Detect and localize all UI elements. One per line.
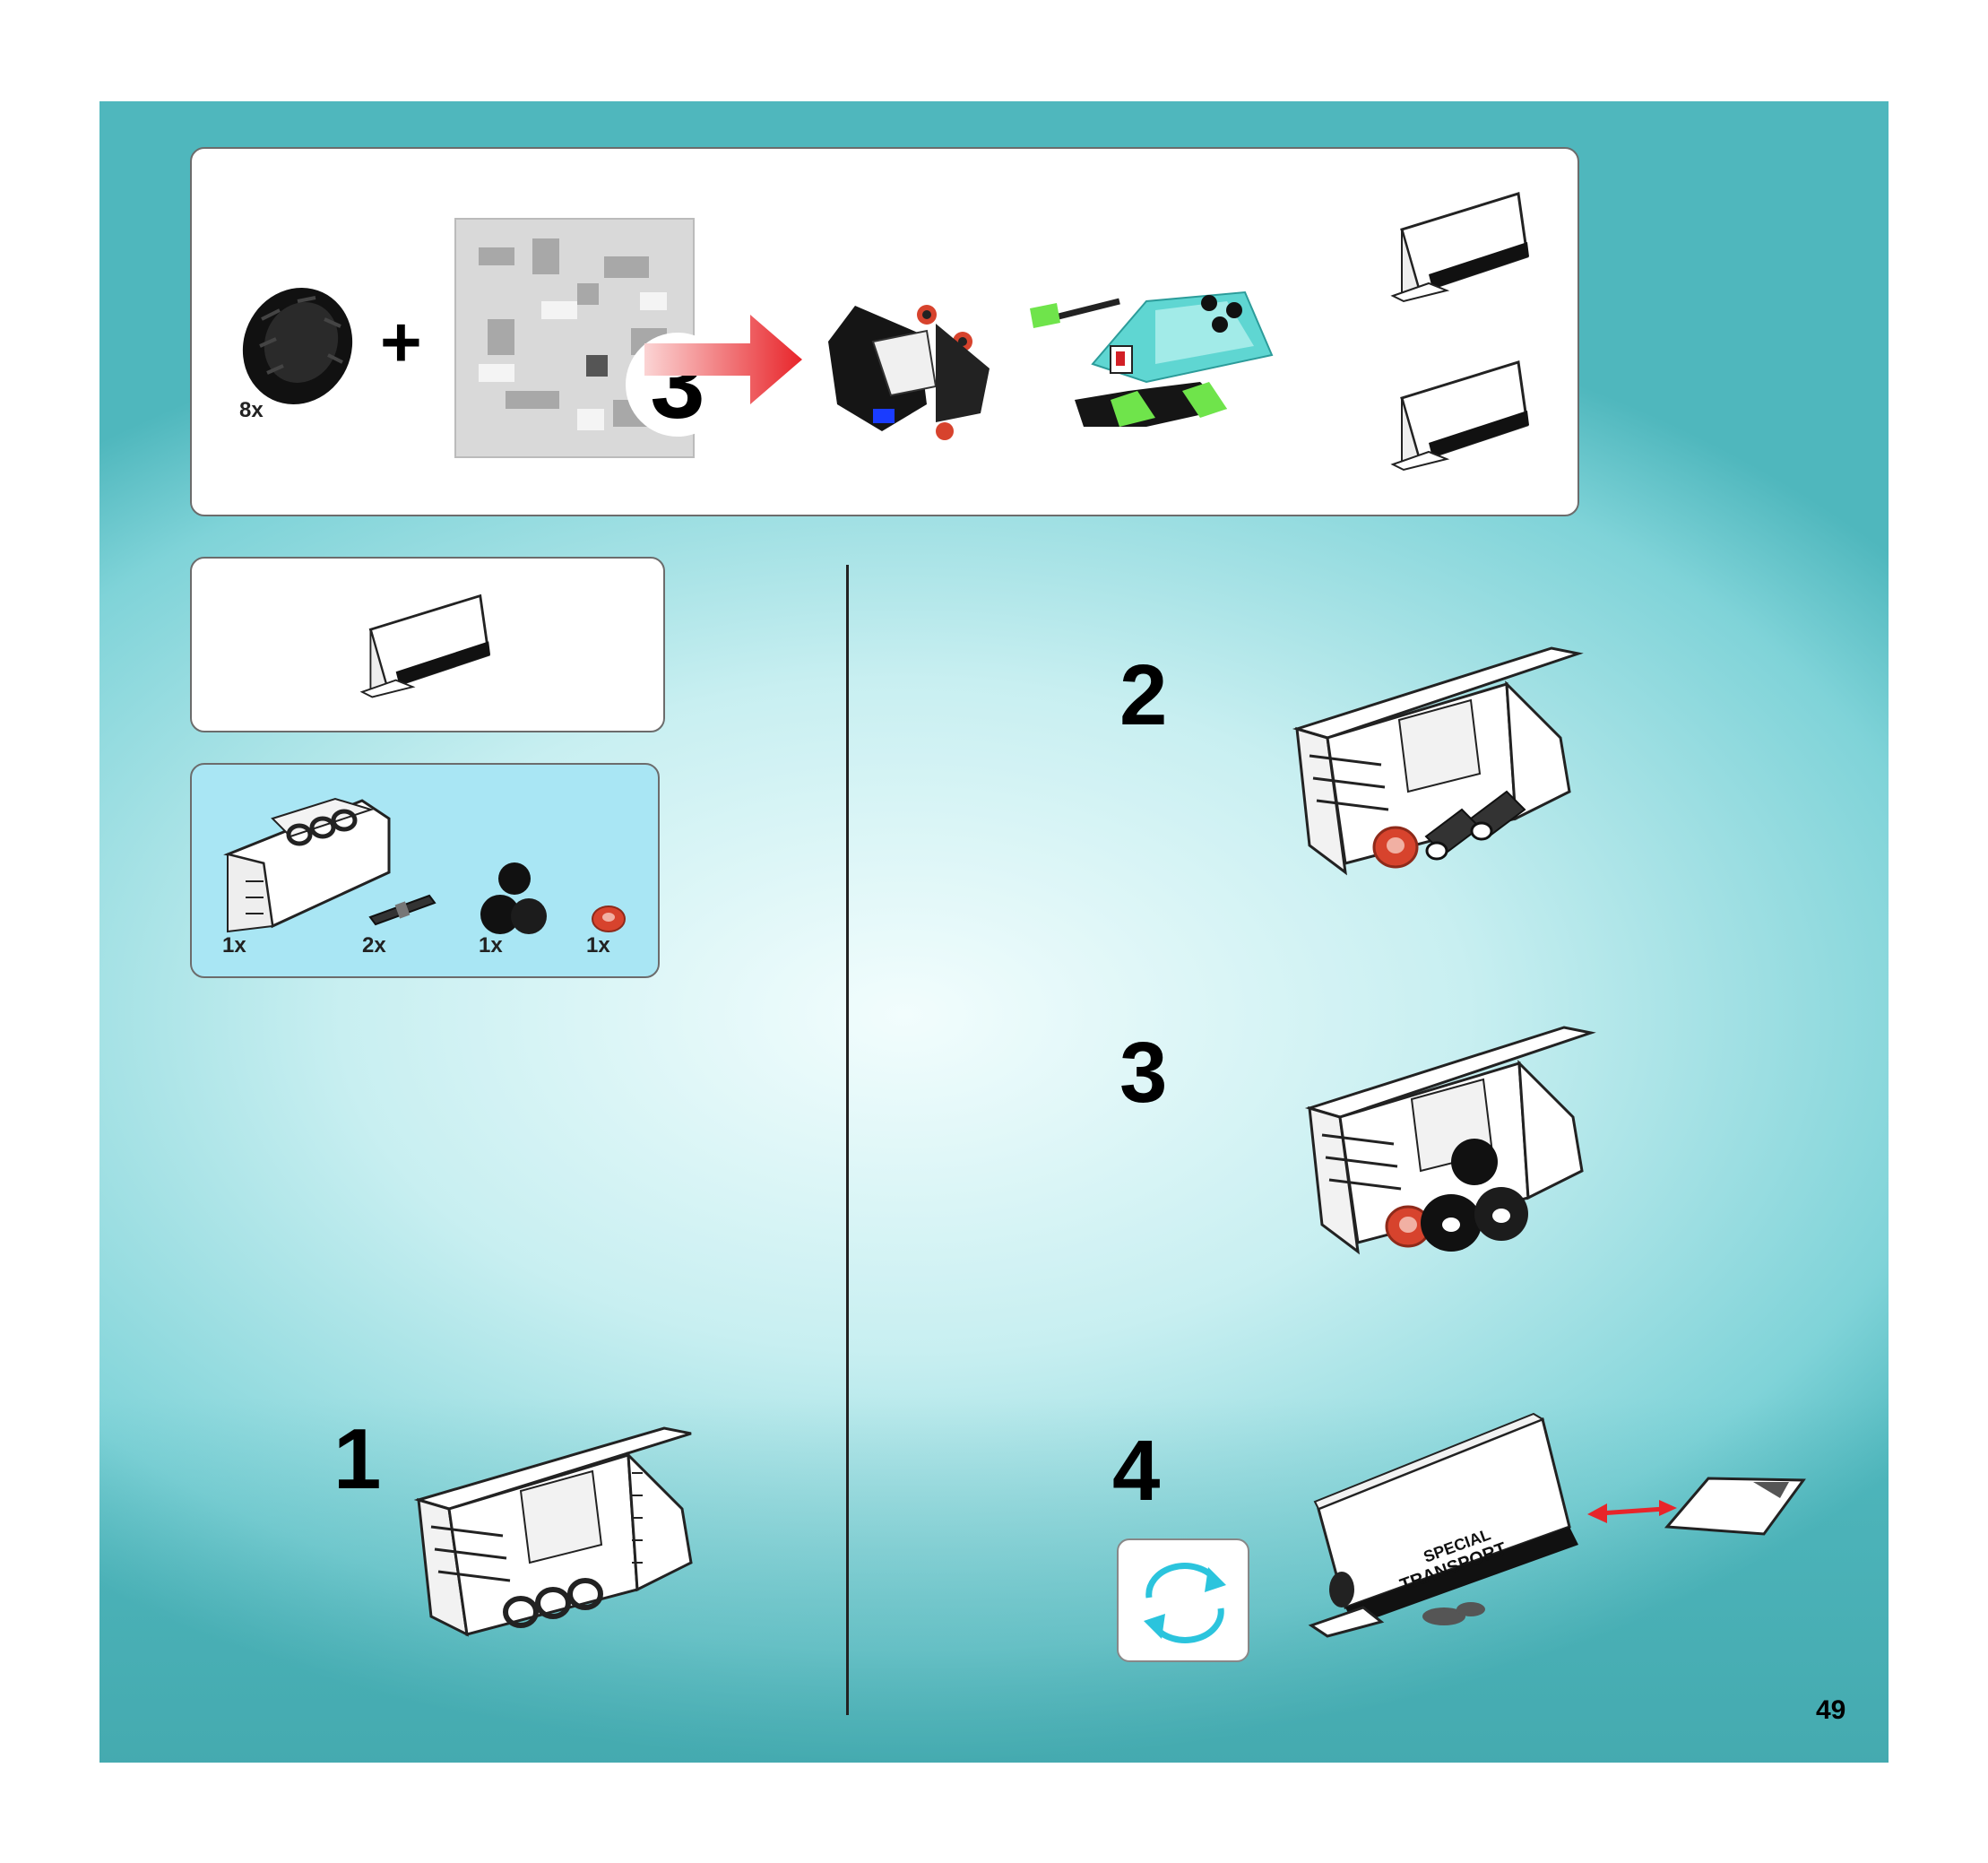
black-connector-icon bbox=[480, 862, 547, 934]
cockpit-subassembly-icon bbox=[1030, 290, 1274, 427]
part-qty: 2x bbox=[362, 933, 386, 957]
step-3-assembly-icon bbox=[1304, 1026, 1596, 1255]
side-panel-small-icon bbox=[1390, 360, 1529, 472]
rotate-icon bbox=[1144, 1563, 1226, 1643]
red-bush-icon bbox=[592, 906, 626, 932]
side-panel-small-icon bbox=[1390, 192, 1529, 303]
axle-pin-icon bbox=[368, 894, 436, 926]
plus-sign: + bbox=[380, 302, 422, 382]
step-number: 1 bbox=[333, 1411, 382, 1507]
step-number: 2 bbox=[1119, 647, 1168, 743]
tire-icon bbox=[242, 288, 353, 404]
parts-list-panel: 1x 2x 1x 1x bbox=[190, 763, 660, 978]
apply-arrow-icon bbox=[1587, 1500, 1677, 1523]
current-subassembly-panel bbox=[190, 557, 665, 732]
step-number: 4 bbox=[1112, 1423, 1161, 1519]
step-number: 3 bbox=[1119, 1025, 1168, 1121]
part-qty: 1x bbox=[479, 933, 503, 957]
page-number: 49 bbox=[1816, 1695, 1846, 1725]
rotate-model-box bbox=[1117, 1538, 1249, 1662]
instruction-page: 8x + 3 bbox=[99, 101, 1889, 1763]
step-4-assembly-icon: SPECIAL TRANSPORT bbox=[1308, 1412, 1578, 1638]
sticker-icon bbox=[1664, 1477, 1806, 1536]
panel-with-holes-icon bbox=[223, 797, 391, 933]
tire-qty: 8x bbox=[239, 398, 264, 422]
step-2-assembly-icon bbox=[1292, 646, 1584, 876]
step-1-assembly-icon bbox=[413, 1426, 693, 1637]
black-subassembly-icon bbox=[828, 305, 990, 440]
part-qty: 1x bbox=[222, 933, 246, 957]
sub-assembly-overview: 8x + 3 bbox=[190, 147, 1579, 516]
column-divider bbox=[846, 565, 849, 1715]
part-qty: 1x bbox=[586, 933, 610, 957]
side-panel-small-icon bbox=[359, 594, 491, 698]
arrow-right-icon bbox=[644, 315, 802, 404]
